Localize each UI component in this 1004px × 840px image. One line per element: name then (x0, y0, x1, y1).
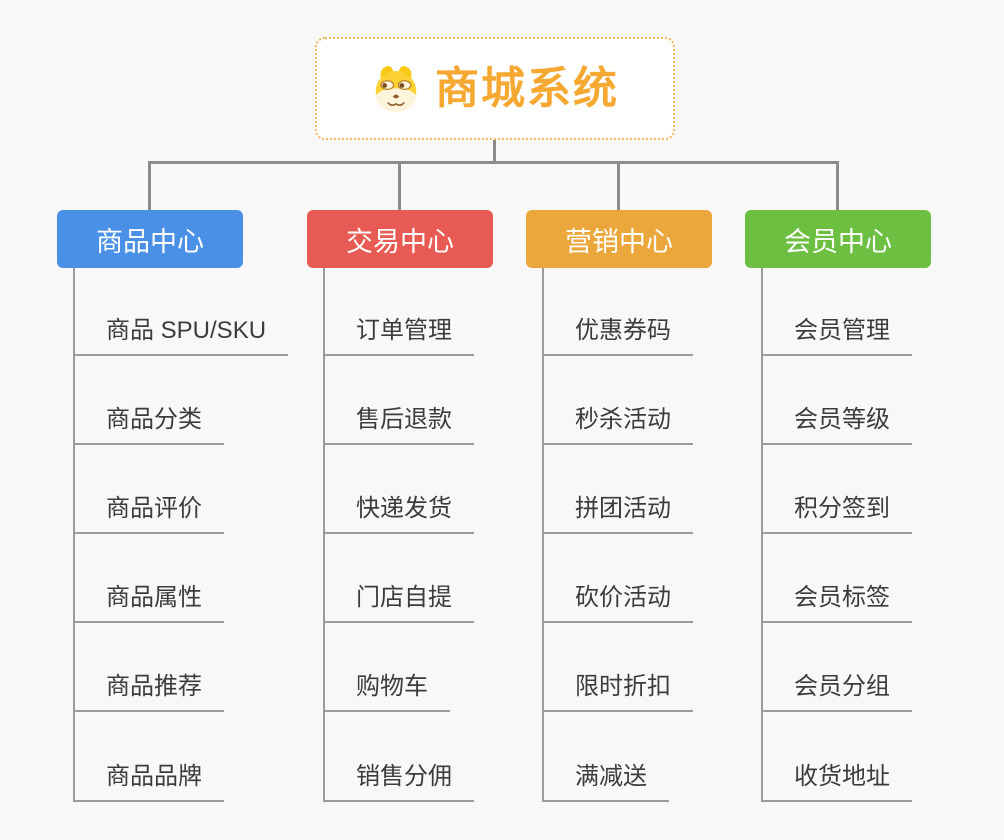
root-title: 商城系统 (435, 63, 619, 113)
root-node[interactable]: 商城系统 (315, 37, 675, 140)
branch-header-trade[interactable]: 交易中心 (307, 210, 493, 268)
leaf-node[interactable]: 会员管理 (761, 316, 912, 356)
leaf-node[interactable]: 商品分类 (73, 405, 224, 445)
leaf-node[interactable]: 快递发货 (323, 494, 474, 534)
leaf-node[interactable]: 会员等级 (761, 405, 912, 445)
leaf-node[interactable]: 商品推荐 (73, 672, 224, 712)
leaf-node[interactable]: 会员标签 (761, 583, 912, 623)
branch-member-center: 会员中心 会员管理 会员等级 积分签到 会员标签 会员分组 收货地址 (745, 210, 931, 802)
branch-header-product[interactable]: 商品中心 (57, 210, 243, 268)
leaf-node[interactable]: 门店自提 (323, 583, 474, 623)
dog-face-icon (375, 65, 417, 112)
connector-drop-marketing (617, 161, 620, 210)
leaf-node[interactable]: 优惠券码 (542, 316, 693, 356)
branch-header-member[interactable]: 会员中心 (745, 210, 931, 268)
leaf-node[interactable]: 砍价活动 (542, 583, 693, 623)
branch-trade-center: 交易中心 订单管理 售后退款 快递发货 门店自提 购物车 销售分佣 (307, 210, 493, 802)
branch-line-member (761, 268, 763, 800)
branch-line-product (73, 268, 75, 800)
branch-line-marketing (542, 268, 544, 800)
branch-marketing-center: 营销中心 优惠券码 秒杀活动 拼团活动 砍价活动 限时折扣 满减送 (526, 210, 712, 802)
leaf-node[interactable]: 限时折扣 (542, 672, 693, 712)
leaf-node[interactable]: 会员分组 (761, 672, 912, 712)
leaf-node[interactable]: 商品品牌 (73, 762, 224, 802)
leaf-node[interactable]: 拼团活动 (542, 494, 693, 534)
leaf-node[interactable]: 订单管理 (323, 316, 474, 356)
leaf-node[interactable]: 收货地址 (761, 762, 912, 802)
branch-line-trade (323, 268, 325, 800)
leaf-node[interactable]: 积分签到 (761, 494, 912, 534)
branch-product-center: 商品中心 商品 SPU/SKU 商品分类 商品评价 商品属性 商品推荐 商品品牌 (57, 210, 289, 802)
branch-header-marketing[interactable]: 营销中心 (526, 210, 712, 268)
leaf-node[interactable]: 商品评价 (73, 494, 224, 534)
leaf-node[interactable]: 秒杀活动 (542, 405, 693, 445)
leaf-node[interactable]: 满减送 (542, 762, 669, 802)
connector-drop-trade (398, 161, 401, 210)
leaf-node[interactable]: 商品 SPU/SKU (73, 316, 289, 356)
connector-drop-member (836, 161, 839, 210)
leaf-node[interactable]: 销售分佣 (323, 762, 474, 802)
connector-horizontal-rail (148, 161, 839, 164)
leaf-node[interactable]: 商品属性 (73, 583, 224, 623)
connector-root-trunk (493, 140, 496, 163)
leaf-node[interactable]: 售后退款 (323, 405, 474, 445)
leaf-node[interactable]: 购物车 (323, 672, 450, 712)
connector-drop-product (148, 161, 151, 210)
